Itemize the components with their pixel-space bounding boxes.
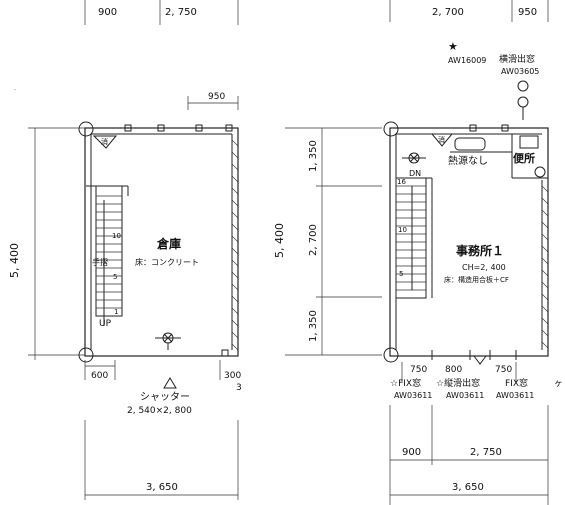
left-dim-300b: 3 <box>236 383 242 393</box>
star-mark: ★ <box>448 40 458 53</box>
light-fixture-icon <box>402 152 426 164</box>
svg-text:☆FIX窓: ☆FIX窓 <box>390 377 421 389</box>
shutter-marker-icon <box>163 377 177 389</box>
left-hatched-wall <box>231 134 239 351</box>
toilet-room: 便所 <box>511 134 548 179</box>
right-aw-top-code: AW16009 <box>448 56 486 65</box>
office-room-name: 事務所１ <box>456 243 504 258</box>
right-bottom-dim-2750: 2, 750 <box>470 447 502 458</box>
stair-step-1: 1 <box>114 308 118 316</box>
right-dim-height: 5, 400 <box>273 223 286 258</box>
window-dim-750b: 750 <box>495 365 512 375</box>
column-marker <box>383 347 399 363</box>
office-floor-note: 床：構造用合板＋CF <box>444 275 509 284</box>
shutter-label: シャッター <box>140 391 190 403</box>
left-dim-overall: 3, 650 <box>146 482 178 493</box>
right-corner-mark <box>430 133 454 147</box>
svg-text:☆縦滑出窓: ☆縦滑出窓 <box>436 377 480 389</box>
window-label-2: FIX窓 AW03611 <box>496 377 534 400</box>
stair-down-label: DN <box>409 169 421 178</box>
svg-text:FIX窓: FIX窓 <box>505 377 528 389</box>
right-plan: 2, 700 950 ★ AW16009 横滑出窓 AW03605 5, 400… <box>273 0 563 505</box>
svg-text:AW03611: AW03611 <box>496 391 534 400</box>
stair-step-10: 10 <box>398 226 407 234</box>
right-dim-seg1: 1, 350 <box>308 140 319 172</box>
handrail-label: 手摺 <box>92 257 108 267</box>
warehouse-floor-note: 床：コンクリート <box>135 257 199 267</box>
left-dim-300: 300 <box>224 371 241 381</box>
right-top-dim-2700: 2, 700 <box>432 7 464 18</box>
svg-text:AW03611: AW03611 <box>394 391 432 400</box>
column-marker <box>78 121 94 137</box>
left-corner-mark <box>92 135 118 149</box>
left-stairs: 10 手摺 5 1 UP <box>86 185 129 329</box>
right-dim-seg2: 2, 700 <box>308 224 319 256</box>
toilet-label: 便所 <box>513 151 535 165</box>
right-top-dim-950: 950 <box>518 7 537 18</box>
right-dim-overall: 3, 650 <box>452 482 484 493</box>
office-ceiling-height: CH=2, 400 <box>462 263 506 272</box>
window-label-1: ☆縦滑出窓 AW03611 <box>436 377 484 400</box>
stair-step-5: 5 <box>113 273 117 281</box>
sink-icon <box>454 137 486 151</box>
light-fixture-icon <box>155 332 181 350</box>
left-plan: 900 2, 750 950 5, 400 <box>8 0 242 500</box>
right-hatched-wall <box>541 180 549 350</box>
stair-step-16: 16 <box>397 178 406 186</box>
right-edge-mark: ヶ <box>554 379 563 389</box>
column-marker <box>78 347 94 363</box>
right-dim-seg3: 1, 350 <box>308 310 319 342</box>
left-dim-600: 600 <box>91 371 108 381</box>
stair-step-10: 10 <box>112 232 121 240</box>
svg-text:AW03611: AW03611 <box>446 391 484 400</box>
left-dim-height: 5, 400 <box>8 243 21 278</box>
column-marker <box>383 121 399 137</box>
right-stairs: 16 10 5 <box>395 177 433 299</box>
top-fixture-icon <box>517 80 529 120</box>
stair-step-5: 5 <box>399 270 403 278</box>
window-dim-800: 800 <box>445 365 462 375</box>
left-top-dim-900: 900 <box>98 7 117 18</box>
window-dim-750a: 750 <box>410 365 427 375</box>
stair-up-label: UP <box>99 319 112 329</box>
warehouse-room-name: 倉庫 <box>156 236 181 251</box>
top-window-label: 横滑出窓 <box>499 53 535 65</box>
no-heat-source-label: 熱源なし <box>448 154 488 167</box>
top-window-code: AW03605 <box>501 67 539 76</box>
shutter-size: 2, 540×2, 800 <box>127 406 192 416</box>
left-corner-mark-label: 消 <box>101 137 108 146</box>
right-bottom-dim-900: 900 <box>402 447 421 458</box>
window-label-0: ☆FIX窓 AW03611 <box>390 377 432 400</box>
left-dim-950: 950 <box>208 92 225 102</box>
stray-dot: . <box>14 85 16 92</box>
left-top-dim-2750: 2, 750 <box>165 7 197 18</box>
right-corner-mark-label: 消 <box>438 135 445 144</box>
